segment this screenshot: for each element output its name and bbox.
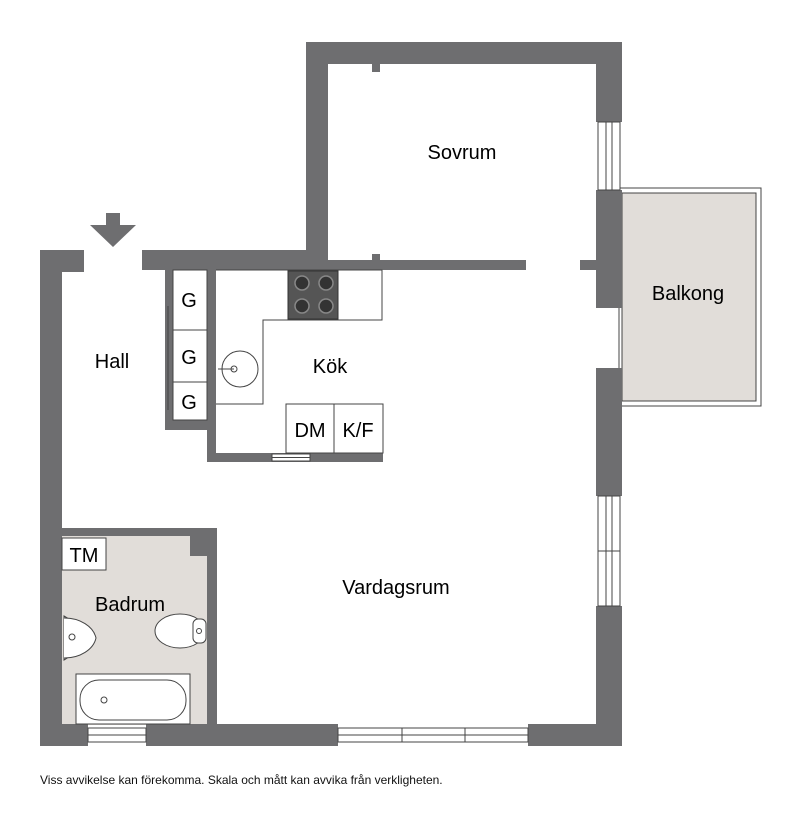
- wardrobe-label-3: G: [181, 392, 197, 414]
- kitchen-counter: [216, 269, 384, 454]
- bathtub-icon: [75, 673, 191, 725]
- washbasin-icon: [63, 615, 97, 661]
- toilet-icon: [154, 613, 207, 649]
- wardrobe-label-2: G: [181, 347, 197, 369]
- room-label-kok: Kök: [313, 356, 348, 378]
- room-label-balkong: Balkong: [652, 283, 724, 305]
- window-kitchen: [271, 453, 311, 462]
- balcony-floor: [621, 192, 757, 402]
- stove-icon: [287, 270, 339, 320]
- window-living-right: [597, 495, 621, 607]
- room-label-vardagsrum: Vardagsrum: [342, 577, 449, 599]
- window-bathroom-bottom: [87, 727, 147, 743]
- room-label-sovrum: Sovrum: [428, 142, 497, 164]
- floor-plan: Sovrum Balkong Hall Kök Vardagsrum Badru…: [40, 42, 762, 746]
- room-label-hall: Hall: [95, 351, 129, 373]
- wardrobe-label-1: G: [181, 290, 197, 312]
- disclaimer-text: Viss avvikelse kan förekomma. Skala och …: [40, 773, 443, 787]
- sink-icon: [218, 350, 259, 388]
- window-living-bottom: [337, 727, 529, 743]
- dishwasher-label: DM: [294, 420, 325, 442]
- washing-machine: [61, 537, 107, 571]
- room-label-badrum: Badrum: [95, 594, 165, 616]
- window-bedroom-right: [597, 121, 621, 191]
- washing-machine-label: TM: [70, 545, 99, 567]
- wardrobes: [167, 269, 208, 421]
- entrance-arrow-icon: [90, 213, 136, 247]
- walls: [40, 42, 622, 746]
- fridge-freezer-label: K/F: [342, 420, 373, 442]
